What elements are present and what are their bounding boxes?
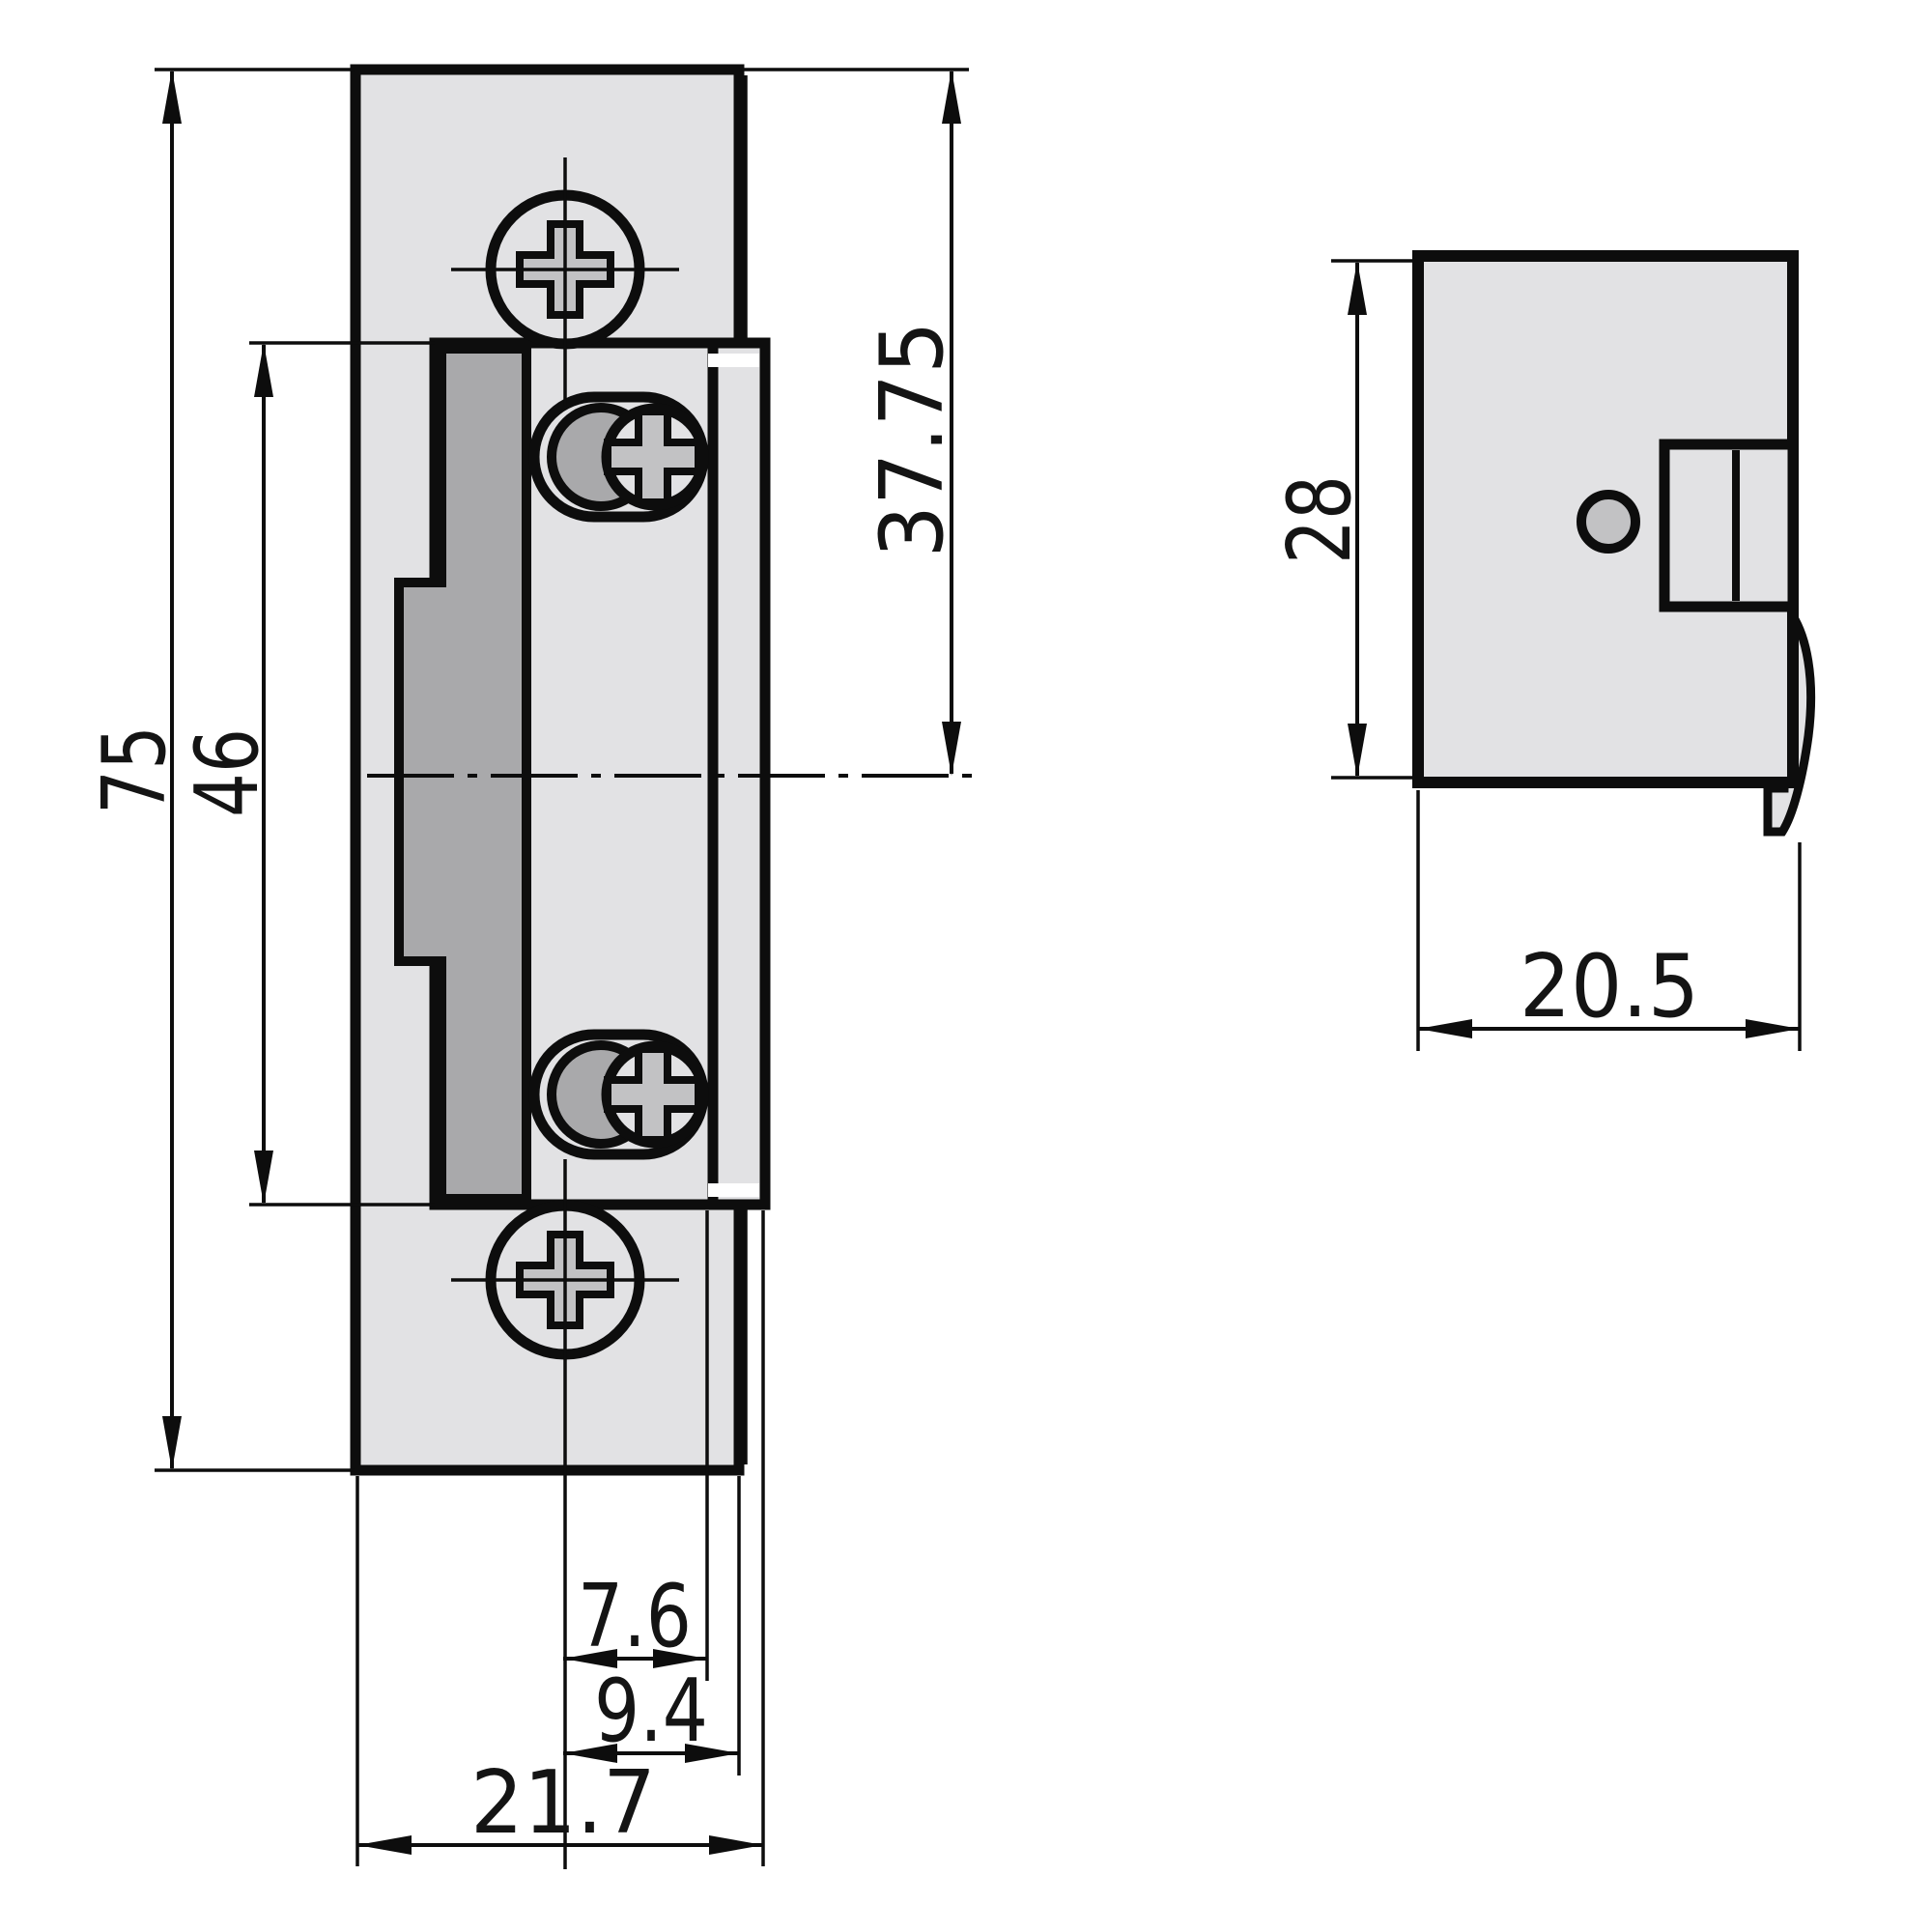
arrowhead-icon bbox=[563, 1649, 617, 1668]
adjust-screw-lower bbox=[528, 1029, 709, 1160]
dim-side-depth: 20.5 bbox=[1416, 790, 1802, 1051]
dim-label-75: 75 bbox=[84, 725, 185, 814]
phillips-cross-icon bbox=[604, 1045, 702, 1144]
mount-screw-bottom bbox=[451, 1159, 679, 1869]
arrowhead-icon bbox=[942, 722, 961, 776]
strip-notch-top bbox=[708, 354, 759, 367]
adjust-screw-upper bbox=[528, 391, 709, 523]
arrowhead-icon bbox=[653, 1649, 707, 1668]
dim-front-total-width: 21.7 bbox=[357, 1752, 763, 1855]
front-view: 75 46 37.75 7.6 bbox=[84, 64, 978, 1869]
dim-label-7-6: 7.6 bbox=[578, 1566, 692, 1667]
dim-front-total-height: 75 bbox=[84, 68, 969, 1472]
latch-keeper bbox=[394, 344, 531, 1204]
dim-side-height: 28 bbox=[1269, 259, 1412, 780]
dim-front-top-to-center: 37.75 bbox=[862, 70, 963, 776]
arrowhead-icon bbox=[942, 70, 961, 124]
dim-label-28: 28 bbox=[1269, 475, 1371, 564]
pivot-dot bbox=[1577, 490, 1640, 554]
arrowhead-icon bbox=[709, 1835, 763, 1855]
arrowhead-icon bbox=[254, 343, 273, 397]
arrowhead-icon bbox=[1746, 1019, 1800, 1038]
dim-label-9-4: 9.4 bbox=[594, 1661, 708, 1762]
dim-front-center-to-body-edge: 7.6 bbox=[563, 1566, 707, 1668]
arrowhead-icon bbox=[254, 1151, 273, 1205]
dim-label-20-5: 20.5 bbox=[1520, 936, 1699, 1037]
mount-screw-top bbox=[451, 157, 679, 406]
arrowhead-icon bbox=[162, 70, 182, 124]
dim-label-37-75: 37.75 bbox=[862, 322, 963, 558]
arrowhead-icon bbox=[1348, 261, 1367, 315]
arrowhead-icon bbox=[162, 1416, 182, 1470]
arrowhead-icon bbox=[563, 1744, 617, 1763]
arrowhead-icon bbox=[685, 1744, 739, 1763]
dim-label-21-7: 21.7 bbox=[470, 1752, 656, 1854]
arrowhead-icon bbox=[1348, 724, 1367, 778]
side-view: 28 20.5 bbox=[1269, 250, 1816, 1051]
strip-notch-bottom bbox=[708, 1183, 759, 1197]
dim-front-center-to-plate-edge: 9.4 bbox=[563, 1661, 739, 1763]
latch-block bbox=[1659, 439, 1799, 612]
dim-label-46: 46 bbox=[177, 728, 278, 817]
arrowhead-icon bbox=[1418, 1019, 1472, 1038]
arrowhead-icon bbox=[357, 1835, 412, 1855]
phillips-cross-icon bbox=[604, 408, 702, 506]
dim-front-body-height: 46 bbox=[177, 341, 435, 1207]
